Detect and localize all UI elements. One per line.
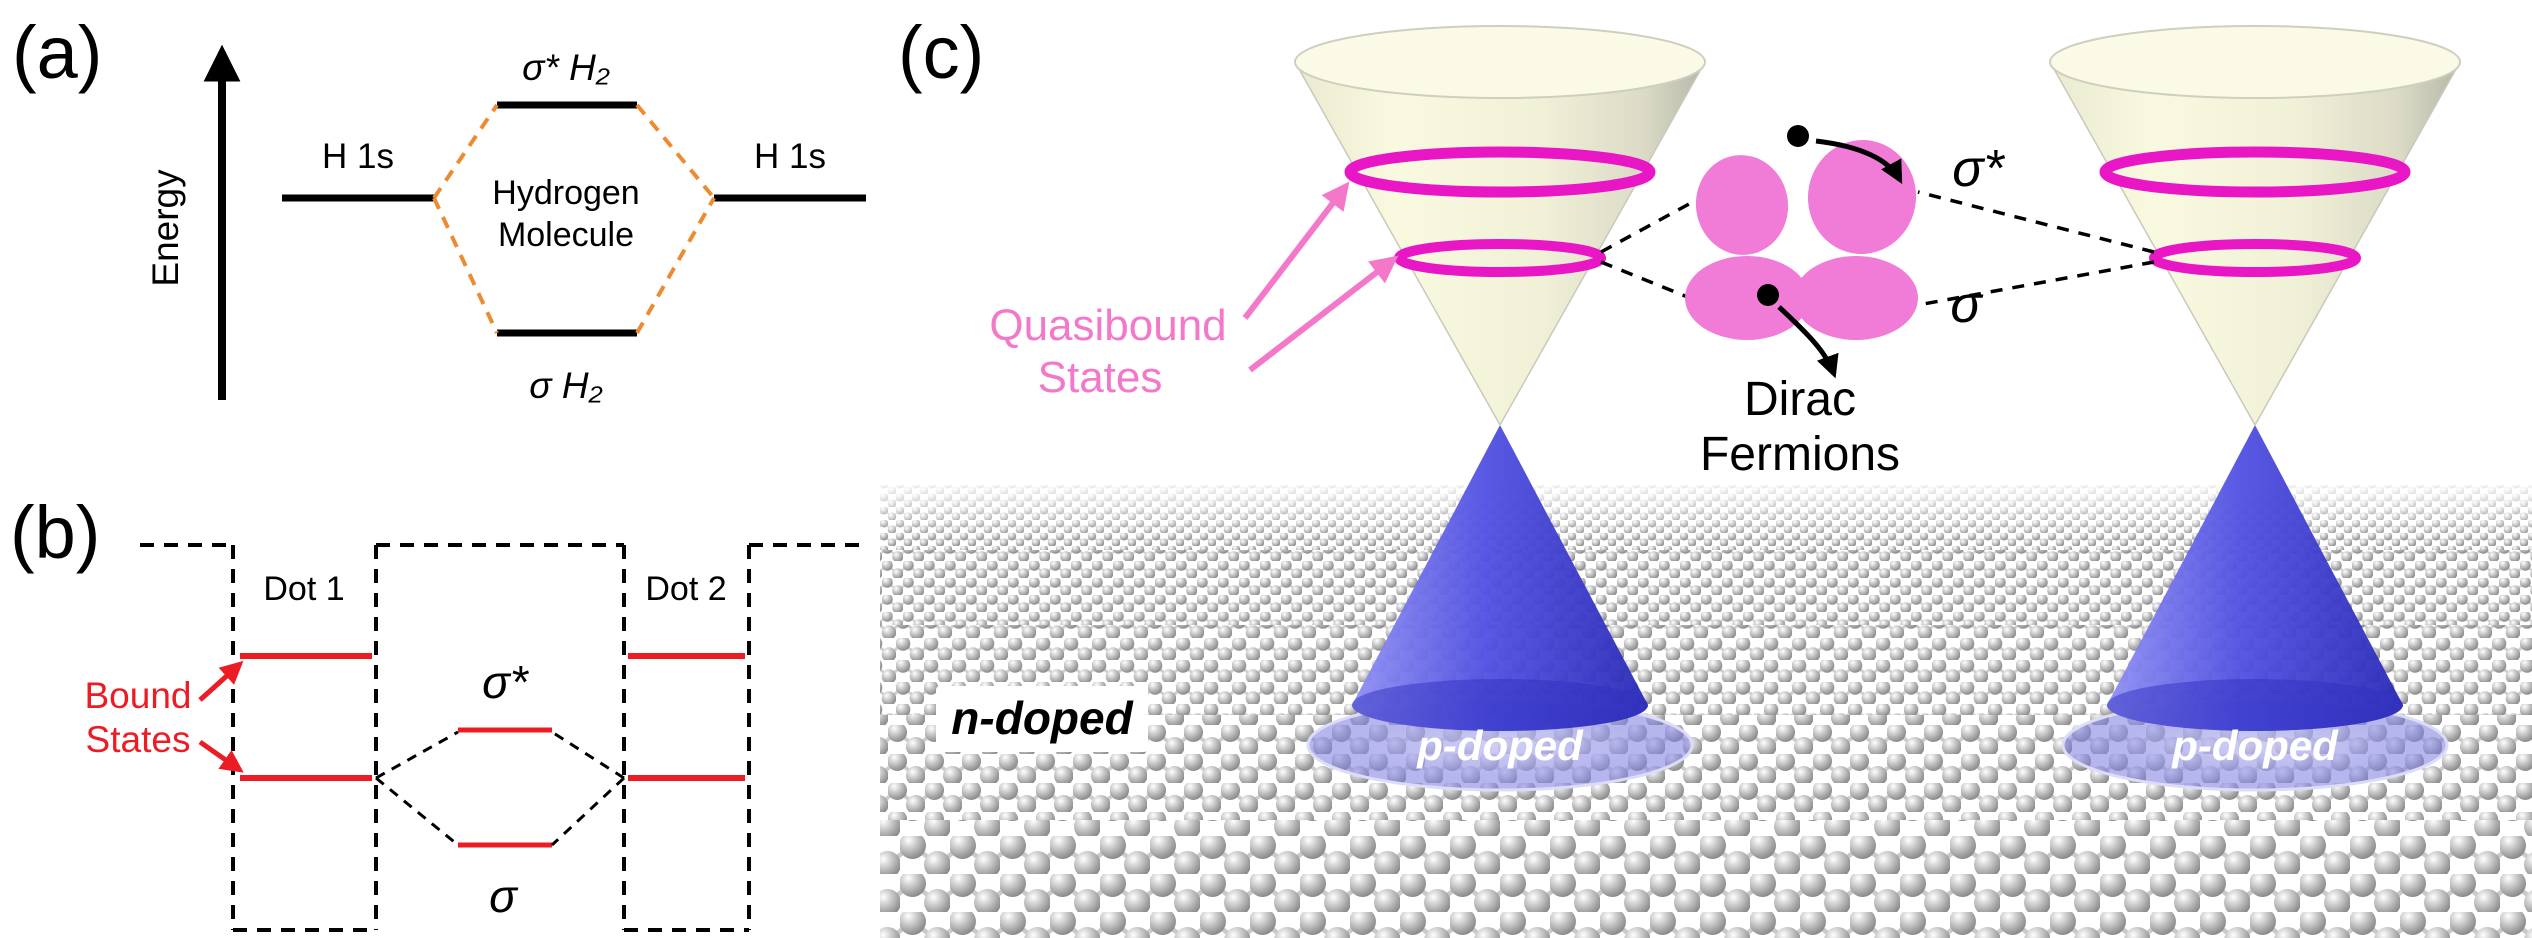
sigma-label-b: σ bbox=[489, 870, 519, 922]
sigma-label-c: σ bbox=[1950, 276, 1983, 334]
potential-well-dashes bbox=[140, 543, 868, 932]
quasibound-rings bbox=[1344, 146, 2411, 277]
orbital-sigma-star-lobe-left bbox=[1695, 155, 1789, 255]
orbital-sigma-lobe-right bbox=[1794, 256, 1918, 340]
quasibound-ring-lower-right bbox=[2149, 239, 2361, 277]
bound-states-label-line1: Bound bbox=[85, 675, 192, 716]
coupling-dash-4 bbox=[635, 197, 716, 334]
hybrid-dash-c1 bbox=[1600, 196, 1701, 254]
coupling-dash-1 bbox=[432, 103, 499, 200]
hybrid-dash-b1 bbox=[375, 730, 459, 780]
lattice-band-5 bbox=[880, 820, 2532, 938]
orbital-sigma-lobe-left bbox=[1685, 256, 1809, 340]
coupling-dash-3 bbox=[432, 197, 499, 334]
lower-cone-right bbox=[2107, 425, 2403, 731]
bound-states-label-line2: States bbox=[86, 719, 191, 760]
coupling-dash-2 bbox=[635, 103, 716, 200]
panel-a-label: (a) bbox=[12, 11, 102, 94]
quasibound-states-label-line1: Quasibound bbox=[989, 301, 1226, 350]
energy-axis-label: Energy bbox=[145, 169, 186, 287]
hybrid-dash-c3 bbox=[1917, 190, 2155, 254]
lower-cone-base-left bbox=[1352, 679, 1648, 731]
sigma-star-label-c: σ* bbox=[1952, 140, 2005, 198]
n-doped-label: n-doped bbox=[951, 692, 1133, 744]
quasibound-ring-lower-left bbox=[1394, 239, 1606, 277]
electron-arrow-top bbox=[1815, 138, 1903, 185]
dot1-label: Dot 1 bbox=[263, 570, 344, 608]
p-doped-label-left: p-doped bbox=[1416, 722, 1584, 769]
quasibound-ring-upper-left bbox=[1344, 146, 1656, 198]
sigma-star-label-b: σ* bbox=[482, 656, 530, 708]
dirac-fermions-label-line1: Dirac bbox=[1744, 373, 1856, 426]
panel-b-label: (b) bbox=[10, 491, 100, 574]
hybridization-dashes-c bbox=[1600, 190, 2155, 307]
hybrid-dash-b2 bbox=[375, 776, 459, 847]
p-doped-label-right: p-doped bbox=[2171, 722, 2339, 769]
electron-arrow-bottom bbox=[1777, 305, 1839, 379]
quasibound-arrow-2 bbox=[1248, 255, 1399, 373]
n-doped-box bbox=[936, 686, 1148, 752]
quasibound-arrows bbox=[1242, 181, 1399, 373]
molecule-label-line1: Hydrogen bbox=[492, 174, 639, 212]
orbital-coupling-dashes bbox=[432, 103, 716, 334]
quasibound-states-label-line2: States bbox=[1038, 353, 1163, 402]
sigma-star-label-a: σ* H₂ bbox=[522, 47, 610, 88]
panel-a: (a) Energy H 1s H 1s σ* H₂ σ H₂ Hydrogen… bbox=[12, 11, 866, 406]
molecule-label-line2: Molecule bbox=[498, 216, 634, 254]
hybrid-dash-b3 bbox=[551, 730, 625, 780]
hybridization-dashes-b bbox=[375, 730, 626, 847]
bound-states-arrow-2 bbox=[198, 739, 244, 773]
sigma-label-a: σ H₂ bbox=[529, 365, 602, 406]
cone-top-ellipse-right bbox=[2049, 25, 2461, 99]
quasibound-arrow-1 bbox=[1242, 181, 1350, 320]
hybrid-dash-b4 bbox=[550, 776, 626, 847]
cone-top-ellipse-left bbox=[1294, 25, 1706, 99]
bound-states-arrow-1 bbox=[198, 660, 244, 702]
panel-b: (b) Dot 1 Dot 2 Bound States σ* bbox=[10, 491, 868, 932]
panel-c: (c) bbox=[880, 11, 2532, 938]
lower-cone-left bbox=[1352, 425, 1648, 731]
h1s-label-right: H 1s bbox=[754, 137, 826, 176]
bound-state-levels bbox=[198, 653, 745, 848]
electron-dot-top bbox=[1787, 125, 1809, 147]
h1s-label-left: H 1s bbox=[322, 137, 394, 176]
hybrid-dash-c4 bbox=[1917, 260, 2155, 307]
dot2-label: Dot 2 bbox=[645, 570, 726, 608]
panel-c-label: (c) bbox=[898, 11, 984, 94]
electron-dot-bottom bbox=[1757, 284, 1779, 306]
quasibound-ring-upper-right bbox=[2099, 146, 2411, 198]
dirac-fermions-label-line2: Fermions bbox=[1700, 428, 1900, 481]
lower-cone-base-right bbox=[2107, 679, 2403, 731]
hybrid-dash-c2 bbox=[1600, 260, 1696, 302]
